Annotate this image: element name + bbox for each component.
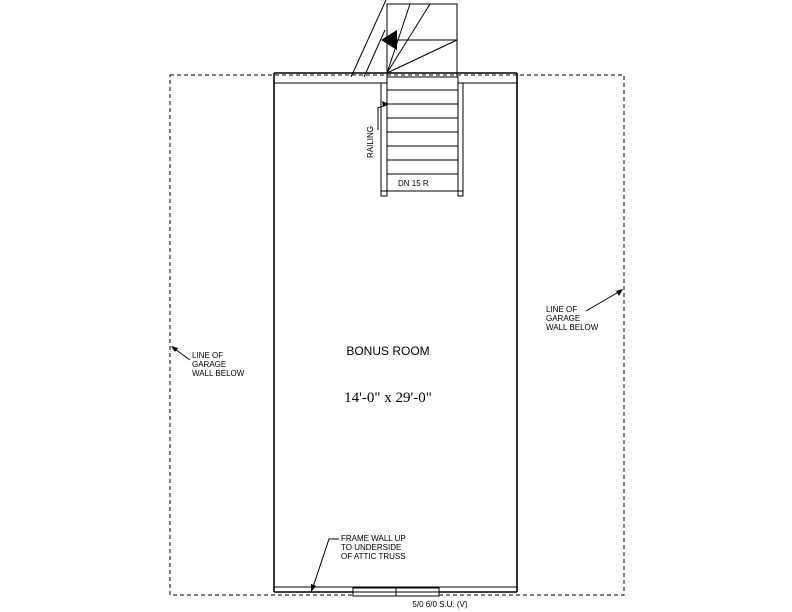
frame-note-line-2: TO UNDERSIDE	[341, 543, 401, 552]
railing-label: RAILING	[366, 126, 375, 158]
arrowhead-icon	[382, 101, 389, 107]
bonus-room-walls	[273, 72, 518, 593]
arrowhead-icon	[171, 346, 178, 352]
railing	[380, 82, 388, 197]
left-note-line-2: GARAGE	[192, 360, 226, 369]
right-note-line-3: WALL BELOW	[546, 323, 599, 332]
stair-run	[380, 76, 464, 197]
window	[352, 587, 440, 597]
left-note-line-3: WALL BELOW	[192, 369, 245, 378]
room-name: BONUS ROOM	[346, 344, 429, 358]
left-garage-note: LINE OF GARAGE WALL BELOW	[171, 346, 245, 378]
arrowhead-icon	[616, 289, 623, 296]
direction-arrow-icon	[381, 30, 397, 50]
frame-wall-note: FRAME WALL UP TO UNDERSIDE OF ATTIC TRUS…	[311, 534, 406, 592]
arrowhead-icon	[311, 584, 316, 592]
right-note-line-2: GARAGE	[546, 314, 580, 323]
right-note-line-1: LINE OF	[546, 305, 577, 314]
frame-note-line-3: OF ATTIC TRUSS	[341, 552, 406, 561]
right-garage-note: LINE OF GARAGE WALL BELOW	[546, 289, 623, 332]
left-note-line-1: LINE OF	[192, 351, 223, 360]
stair-winder	[350, 0, 458, 78]
frame-note-line-1: FRAME WALL UP	[341, 534, 406, 543]
stair-riser-label: DN 15 R	[398, 179, 429, 188]
room-dimensions: 14'-0" x 29'-0"	[344, 390, 432, 406]
window-label: 5/0 6/0 S.U. (V)	[412, 600, 467, 609]
garage-wall-below-outline	[169, 74, 625, 596]
